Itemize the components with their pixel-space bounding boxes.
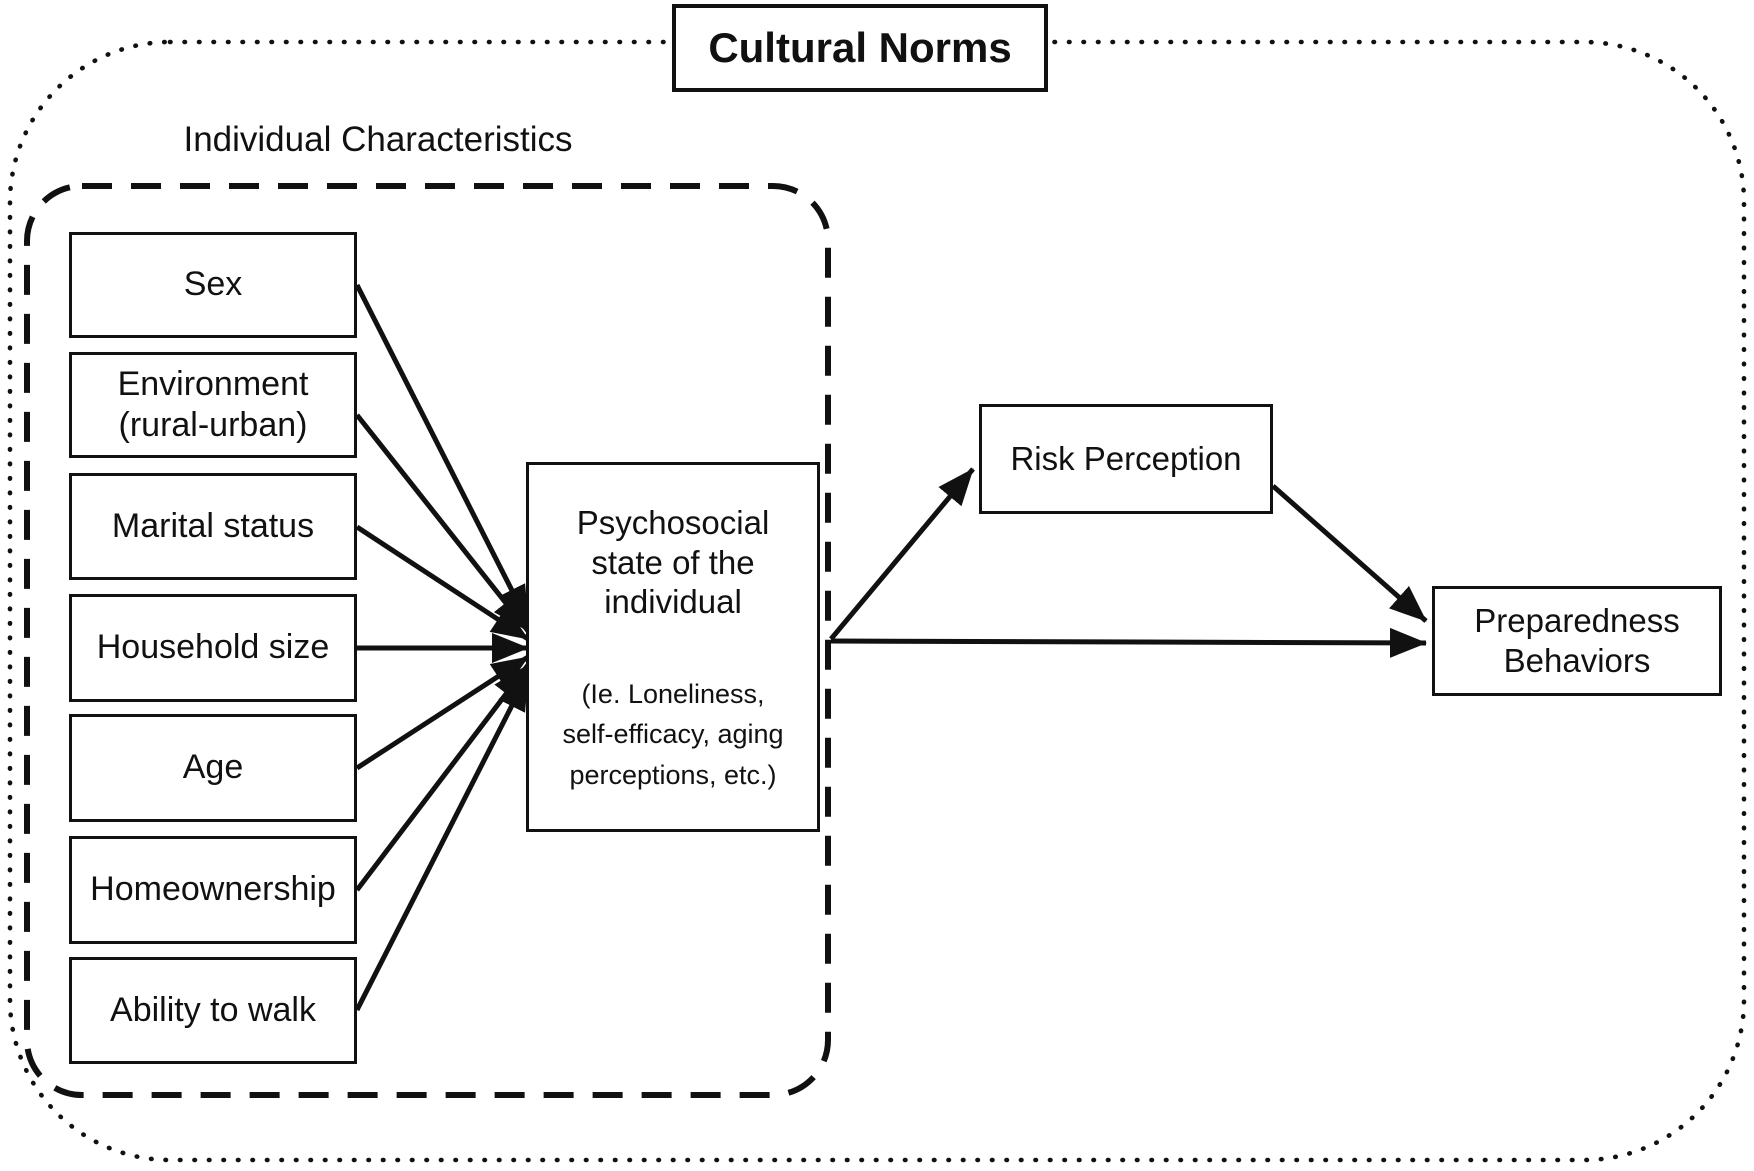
box-psychosocial-state: Psychosocial state of the individual (Ie… bbox=[526, 462, 820, 832]
arrow-psychosocial-to-risk-perception bbox=[829, 467, 975, 641]
cultural-norms-boundary bbox=[7, 39, 1747, 1163]
box-environment-label: Environment (rural-urban) bbox=[117, 364, 309, 444]
psychosocial-title: Psychosocial state of the individual bbox=[576, 504, 770, 621]
individual-characteristics-label: Individual Characteristics bbox=[183, 120, 573, 159]
preparedness-behaviors-label: Preparedness Behaviors bbox=[1474, 601, 1680, 679]
box-age: Age bbox=[69, 714, 357, 822]
box-preparedness-behaviors: Preparedness Behaviors bbox=[1432, 586, 1722, 696]
box-household-size: Household size bbox=[69, 594, 357, 702]
cultural-norms-title-box: Cultural Norms bbox=[672, 4, 1048, 92]
arrow-homeownership-to-psychosocial bbox=[355, 663, 530, 892]
arrow-age-to-psychosocial bbox=[355, 654, 530, 771]
psychosocial-examples: (Ie. Loneliness, self-efficacy, aging pe… bbox=[562, 678, 784, 790]
box-marital-status-label: Marital status bbox=[111, 506, 315, 545]
box-risk-perception: Risk Perception bbox=[979, 404, 1273, 514]
arrow-sex-to-psychosocial bbox=[354, 283, 531, 624]
arrow-ability-to-walk-to-psychosocial bbox=[354, 672, 531, 1012]
box-ability-to-walk: Ability to walk bbox=[69, 957, 357, 1064]
box-homeownership: Homeownership bbox=[69, 836, 357, 944]
box-sex: Sex bbox=[69, 232, 357, 338]
box-age-label: Age bbox=[182, 748, 244, 787]
box-homeownership-label: Homeownership bbox=[90, 870, 336, 909]
box-ability-to-walk-label: Ability to walk bbox=[110, 990, 316, 1029]
cultural-norms-label: Cultural Norms bbox=[708, 24, 1012, 72]
arrow-risk-perception-to-preparedness bbox=[1271, 484, 1428, 623]
risk-perception-label: Risk Perception bbox=[1010, 439, 1242, 477]
box-marital-status: Marital status bbox=[69, 473, 357, 580]
box-household-size-label: Household size bbox=[96, 628, 330, 667]
arrow-psychosocial-to-preparedness bbox=[830, 627, 1427, 658]
box-sex-label: Sex bbox=[183, 265, 243, 304]
arrow-environment-to-psychosocial bbox=[355, 413, 530, 633]
individual-characteristics-boundary bbox=[24, 183, 831, 1098]
box-environment: Environment (rural-urban) bbox=[69, 352, 357, 458]
arrow-marital-status-to-psychosocial bbox=[355, 524, 530, 642]
